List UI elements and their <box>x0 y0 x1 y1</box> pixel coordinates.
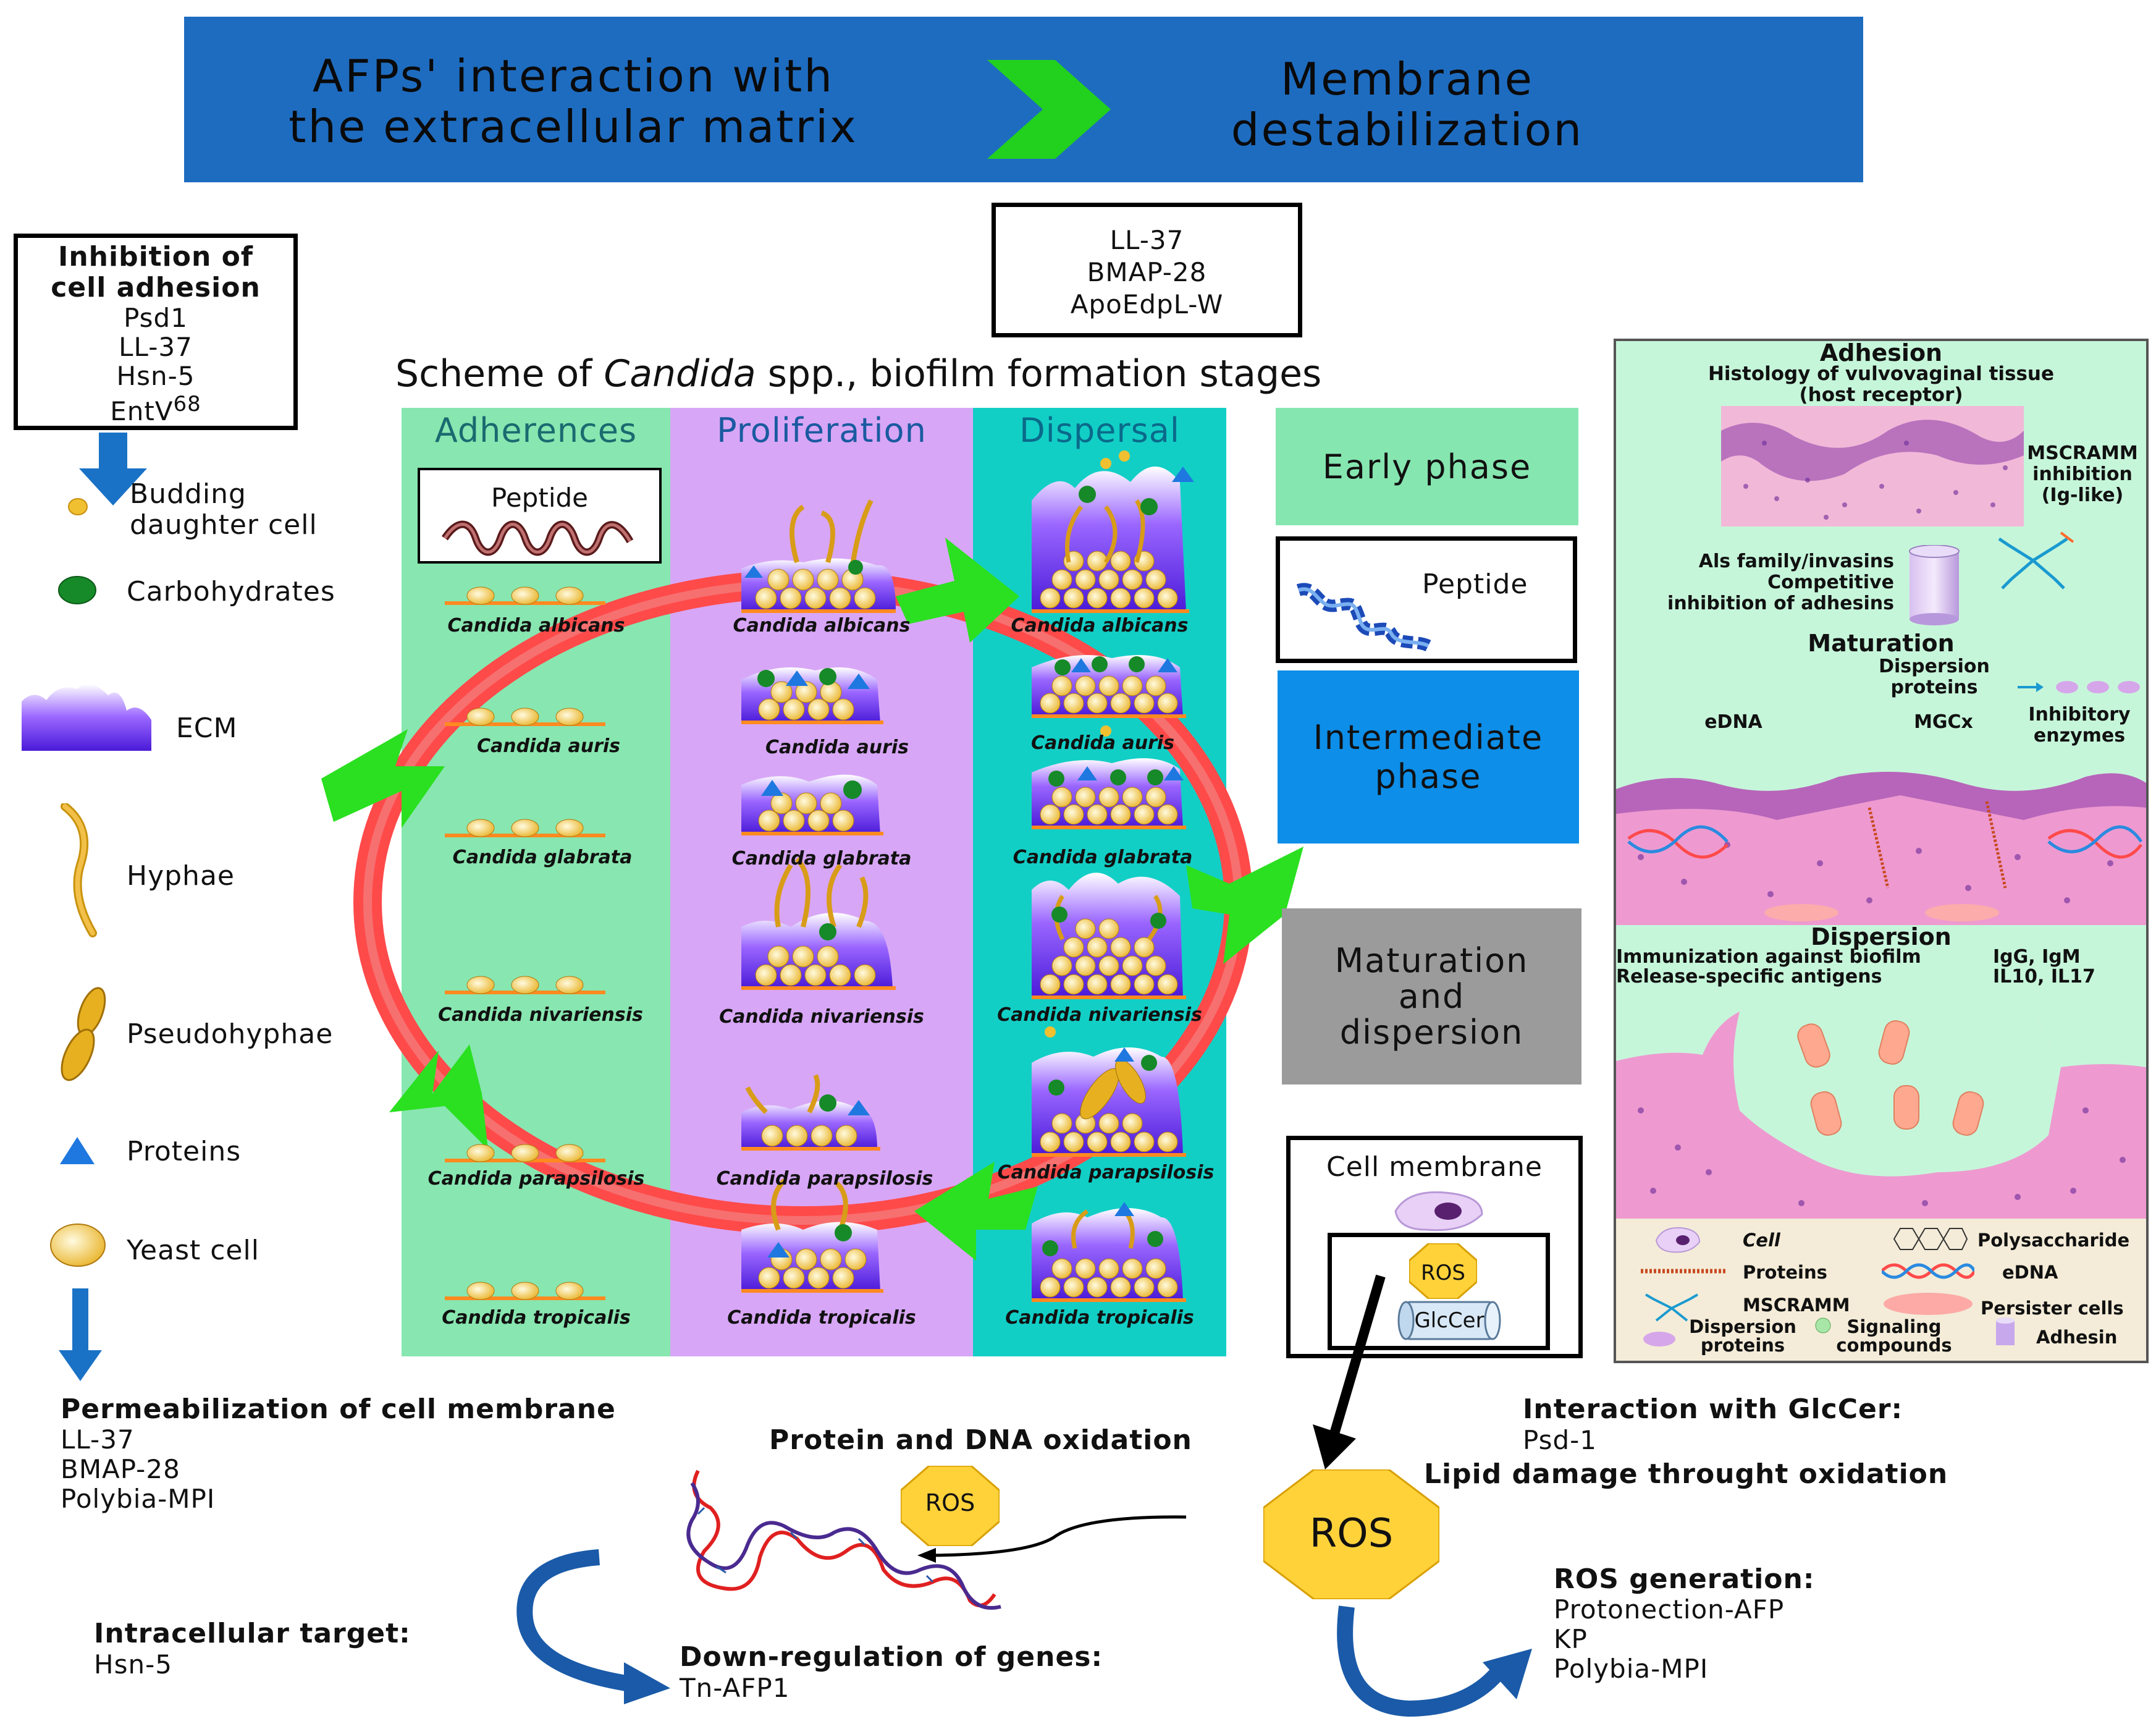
ros-octagon-icon <box>901 1466 1000 1546</box>
polysaccharide-icon <box>1893 1228 1968 1250</box>
adhesin-cylinder-icon <box>1909 545 1960 625</box>
column-header-dispersal: Dispersal <box>1019 411 1180 450</box>
down-arrow-icon <box>59 1288 102 1381</box>
cycle-arrow-icon <box>914 1162 1038 1261</box>
histology-image <box>1721 406 2024 526</box>
species-label: Candida parapsilosis <box>427 1168 645 1190</box>
center-peptides-box: LL-37 BMAP-28 ApoEdpL-W <box>992 203 1302 337</box>
species-label: Candida tropicalis <box>442 1307 631 1329</box>
adherence-cells <box>444 586 606 1301</box>
peptide-box: Peptide <box>418 468 662 564</box>
mscramm-icon <box>1644 1293 1699 1322</box>
protein-icon <box>60 1137 95 1164</box>
permeabilization-block: Permeabilization of cell membrane LL-37 … <box>61 1393 616 1514</box>
species-label: Candida tropicalis <box>727 1307 916 1329</box>
carbohydrate-icon <box>58 576 96 604</box>
early-phase-box: Early phase <box>1276 408 1578 525</box>
peptide-phase-box: Peptide <box>1276 536 1577 663</box>
species-label: Candida albicans <box>733 615 911 636</box>
adhesin-icon <box>1996 1317 2015 1345</box>
dispersal-biofilms <box>1032 450 1194 1302</box>
banner-right-text: Membrane destabilization <box>1231 53 1584 156</box>
cell-icon <box>1655 1227 1701 1253</box>
ecm-icon <box>22 684 151 751</box>
ros-octagon-icon <box>1409 1243 1477 1299</box>
dispersion-section: Dispersion Immunization against biofilm … <box>1616 925 2146 1220</box>
persister-cells-icon <box>1884 1293 1973 1315</box>
species-label: Candida parapsilosis <box>716 1168 933 1190</box>
species-label: Candida nivariensis <box>719 1006 924 1028</box>
dispersion-proteins-icon <box>2018 681 2140 693</box>
maturation-section: Maturation Dispersion proteins eDNA MGCx… <box>1616 632 2146 927</box>
peptide-helix-icon <box>1296 583 1431 652</box>
yeast-cell-icon <box>50 1224 106 1267</box>
right-panel-legend: Cell Polysaccharide Proteins eDNA MSCRAM… <box>1616 1219 2146 1361</box>
species-label: Candida parapsilosis <box>997 1162 1215 1183</box>
cycle-arrow-icon <box>1186 847 1303 964</box>
ros-big-octagon-icon <box>1263 1469 1439 1599</box>
banner-left-text: AFPs' interaction with the extracellular… <box>288 50 858 153</box>
budding-daughter-cell-icon <box>68 498 88 515</box>
right-panel: Adhesion Histology of vulvovaginal tissu… <box>1614 339 2149 1363</box>
inhibition-box: Inhibition of cell adhesion Psd1 LL-37 H… <box>14 234 298 430</box>
column-header-proliferation: Proliferation <box>717 411 927 450</box>
cell-membrane-box: Cell membrane ROS GlcCer <box>1286 1136 1583 1358</box>
glccer-cylinder-icon <box>1397 1301 1501 1340</box>
cell-icon <box>1394 1191 1483 1232</box>
top-banner: AFPs' interaction with the extracellular… <box>184 17 1863 182</box>
mscramm-icon <box>1998 531 2074 590</box>
maturation-phase-box: Maturation and dispersion <box>1282 908 1581 1084</box>
proliferation-biofilms <box>741 499 896 1293</box>
edna-icon <box>1882 1263 1974 1279</box>
oxidation-arrow <box>917 1515 1187 1563</box>
glccer-interaction-block: Interaction with GlcCer: Psd-1 <box>1523 1393 1903 1455</box>
cycle-arrow-icon <box>321 729 445 828</box>
membrane-to-ros-arrow <box>1313 1274 1386 1469</box>
intermediate-phase-box: Intermediate phase <box>1278 670 1579 843</box>
scheme-title: Scheme of Candida spp., biofilm formatio… <box>395 352 1322 395</box>
peptide-helix-icon <box>442 520 634 556</box>
lipid-damage-title: Lipid damage throught oxidation <box>1424 1458 1948 1490</box>
dna-strand-icon <box>686 1469 1001 1610</box>
species-label: Candida glabrata <box>1013 847 1193 868</box>
cycle-arrow-icon <box>389 1044 488 1149</box>
protein-chain-icon <box>1641 1269 1727 1274</box>
species-label: Candida tropicalis <box>1005 1307 1194 1329</box>
curved-arrow-right <box>1337 1605 1532 1717</box>
hyphae-icon <box>61 803 97 937</box>
species-label: Candida nivariensis <box>997 1004 1202 1026</box>
intracellular-target-block: Intracellular target: Hsn-5 <box>94 1618 411 1680</box>
species-label: Candida auris <box>1030 732 1175 754</box>
dispersion-proteins-icon <box>1643 1332 1675 1346</box>
banner-chevron-icon <box>987 60 1111 159</box>
species-label: Candida glabrata <box>452 847 633 868</box>
adhesion-section: Adhesion Histology of vulvovaginal tissu… <box>1616 341 2146 633</box>
species-label: Candida auris <box>765 737 909 758</box>
dispersion-histology-image <box>1616 1012 2146 1219</box>
down-arrow-icon <box>79 433 147 505</box>
curved-arrow-left <box>516 1549 670 1704</box>
signaling-compounds-icon <box>1815 1317 1831 1334</box>
species-label: Candida albicans <box>447 615 625 636</box>
ros-generation-block: ROS generation: Protonection-AFP KP Poly… <box>1554 1563 1815 1684</box>
species-label: Candida auris <box>476 735 621 757</box>
pseudohyphae-icon <box>61 987 106 1081</box>
maturation-histology-image <box>1616 772 2146 925</box>
protein-dna-oxidation-title: Protein and DNA oxidation <box>769 1424 1192 1456</box>
down-regulation-block: Down-regulation of genes: Tn-AFP1 <box>680 1641 1103 1703</box>
species-label: Candida albicans <box>1011 615 1189 636</box>
species-label: Candida nivariensis <box>438 1004 643 1026</box>
cycle-arrow-icon <box>896 538 1019 643</box>
species-label: Candida glabrata <box>731 848 912 869</box>
column-header-adherences: Adherences <box>434 411 638 450</box>
